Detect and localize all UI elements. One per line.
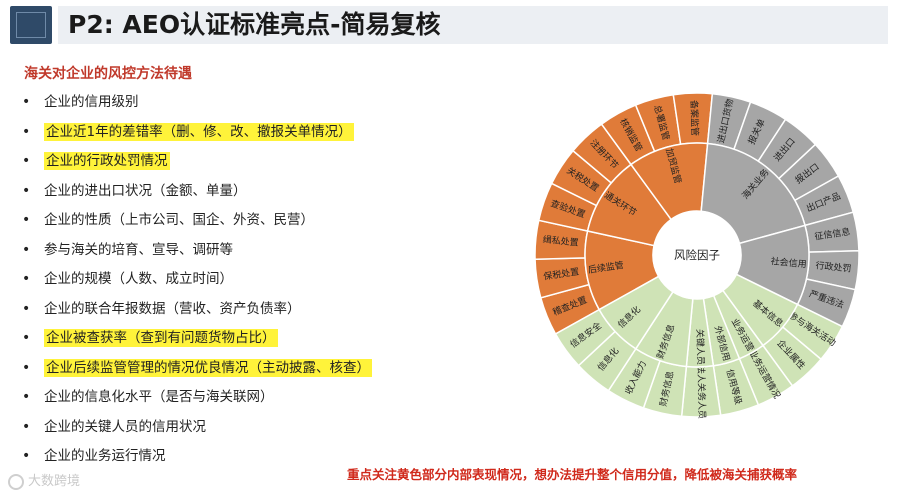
brand-name: 大数跨境	[28, 474, 81, 489]
point-text: 企业的规模（人数、成立时间）	[44, 271, 233, 287]
sunburst-child-label: 社会信用	[770, 255, 807, 270]
sunburst-leaf-label: 法人关务人员	[695, 365, 708, 419]
brand-logo-icon	[8, 473, 24, 490]
page-title: P2: AEO认证标准亮点-简易复核	[68, 10, 441, 39]
sunburst-leaf-label: 行政处罚	[815, 259, 852, 274]
points-list: 企业的信用级别企业近1年的差错率（删、修、改、撤报关单情况）企业的行政处罚情况企…	[22, 88, 372, 472]
point-item: 企业的信用级别	[22, 88, 372, 118]
point-item: 企业被查获率（查到有问题货物占比）	[22, 324, 372, 354]
point-text: 企业的业务运行情况	[44, 448, 166, 464]
point-text: 企业的关键人员的信用状况	[44, 418, 206, 435]
point-item: 企业的信息化水平（是否与海关联网）	[22, 383, 372, 413]
point-item: 企业的规模（人数、成立时间）	[22, 265, 372, 295]
sunburst-leaf-label: 缉私处置	[542, 233, 579, 248]
title-logo-box	[10, 6, 52, 44]
sunburst-center-label: 风险因子	[674, 248, 720, 262]
sunburst-center	[652, 210, 742, 300]
point-item: 企业的关键人员的信用状况	[22, 413, 372, 443]
point-text: 企业的行政处罚情况	[44, 152, 170, 170]
point-item: 企业的业务运行情况	[22, 442, 372, 472]
point-text: 企业的进出口状况（金额、单量）	[44, 182, 247, 199]
brand-watermark: 大数跨境	[8, 470, 80, 490]
point-text: 参与海关的培育、宣导、调研等	[44, 241, 233, 258]
point-item: 企业近1年的差错率（删、修、改、撤报关单情况）	[22, 118, 372, 148]
sunburst-leaf-label: 备案监管	[688, 100, 701, 136]
subtitle: 海关对企业的风控方法待遇	[24, 66, 192, 82]
point-text: 企业后续监管管理的情况优良情况（主动披露、核查）	[44, 358, 372, 377]
point-text: 企业近1年的差错率（删、修、改、撤报关单情况）	[44, 122, 354, 141]
title-bar	[58, 6, 888, 44]
point-text: 企业的性质（上市公司、国企、外资、民营）	[44, 212, 314, 228]
point-item: 参与海关的培育、宣导、调研等	[22, 236, 372, 266]
point-text: 企业的信息化水平（是否与海关联网）	[44, 389, 274, 405]
point-item: 企业的联合年报数据（营收、资产负债率）	[22, 295, 372, 325]
point-text: 企业的信用级别	[44, 94, 139, 110]
sunburst-child-label: 关键人员	[694, 329, 707, 365]
point-item: 企业的性质（上市公司、国企、外资、民营）	[22, 206, 372, 236]
point-text: 企业的联合年报数据（营收、资产负债率）	[44, 300, 301, 317]
point-item: 企业后续监管管理的情况优良情况（主动披露、核查）	[22, 354, 372, 384]
point-text: 企业被查获率（查到有问题货物占比）	[44, 329, 278, 347]
point-item: 企业的行政处罚情况	[22, 147, 372, 177]
footer-note: 重点关注黄色部分内部表现情况，想办法提升整个信用分值，降低被海关捕获概率	[347, 467, 798, 482]
point-item: 企业的进出口状况（金额、单量）	[22, 177, 372, 207]
